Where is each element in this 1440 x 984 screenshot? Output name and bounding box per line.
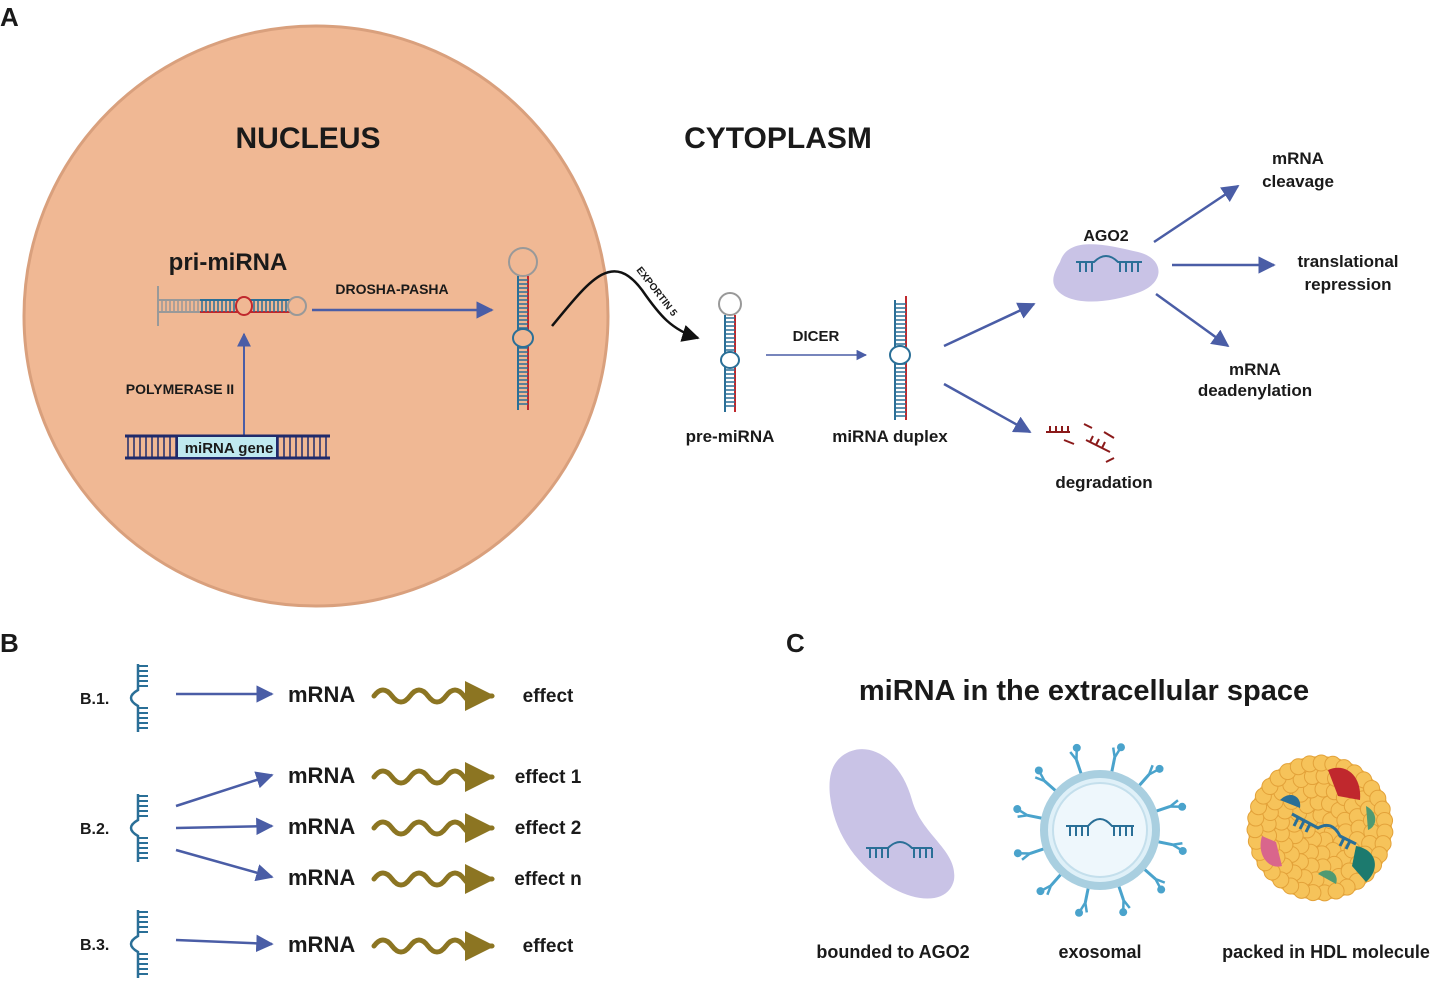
panel-c-item-label: bounded to AGO2: [816, 942, 969, 962]
panel-b-arrow: [175, 817, 274, 836]
panel-b-row: B.3. mRNA effect: [80, 910, 574, 978]
pre-mirna-hairpin: [718, 292, 742, 412]
panel-b-mrna-label: mRNA: [288, 865, 355, 890]
to-cleavage-arrow: [1153, 184, 1240, 244]
ago2-label: AGO2: [1083, 228, 1128, 245]
nuclear-pre-mirna-hairpin: [508, 247, 538, 410]
panel-b-row-label: B.3.: [80, 937, 109, 954]
panel-c-title: miRNA in the extracellular space: [859, 675, 1309, 707]
pre-mirna-label: pre-miRNA: [686, 427, 775, 446]
ago2-mirna: [1076, 255, 1142, 272]
nucleus-title: NUCLEUS: [235, 122, 380, 155]
panel-b-arrow: [175, 771, 274, 808]
repression-label-line2: repression: [1305, 275, 1392, 294]
pri-mirna-strand: [157, 286, 307, 326]
panel-label-b: B: [0, 628, 19, 658]
pri-mirna-label: pri-miRNA: [169, 249, 288, 276]
mirna-gene-label: miRNA gene: [185, 440, 274, 457]
panel-label-a: A: [0, 2, 19, 32]
mirna-duplex: [889, 296, 911, 420]
drosha-label: DROSHA-PASHA: [335, 281, 448, 297]
exportin-arrow: [551, 270, 700, 342]
panel-b-effect-label: effect: [523, 686, 574, 707]
panel-b-row-label: B.2.: [80, 821, 109, 838]
exosome-illustration: [1013, 743, 1187, 917]
to-deadenylation-arrow: [1155, 292, 1230, 348]
mirna-gene-dna: [125, 434, 330, 460]
cleavage-label-line2: cleavage: [1262, 172, 1334, 191]
degradation-fragments: [1046, 423, 1115, 463]
panel-b-mrna-label: mRNA: [288, 814, 355, 839]
hdl-illustration: [1246, 754, 1394, 902]
panel-b-effect-label: effect n: [514, 869, 582, 890]
cleavage-label-line1: mRNA: [1272, 149, 1324, 168]
degradation-label: degradation: [1055, 473, 1152, 492]
panel-b-effect-label: effect: [523, 936, 574, 957]
duplex-label: miRNA duplex: [832, 427, 948, 446]
repression-label-line1: translational: [1297, 252, 1398, 271]
to-degradation-arrow: [943, 382, 1032, 434]
panel-b-effect-label: effect 1: [515, 767, 582, 788]
panel-b-row-label: B.1.: [80, 691, 109, 708]
panel-b-row: B.1. mRNA effect: [80, 664, 574, 732]
panel-b-arrow: [175, 848, 274, 882]
panel-label-c: C: [786, 628, 805, 658]
panel-c-item-label: exosomal: [1058, 942, 1141, 962]
deadenylation-label-line2: deadenylation: [1198, 381, 1312, 400]
panel-b-mrna-label: mRNA: [288, 763, 355, 788]
ago2-bound-illustration: [829, 749, 955, 899]
dicer-label: DICER: [793, 328, 840, 345]
panel-b-effect-label: effect 2: [515, 818, 582, 839]
panel-c-item-label: packed in HDL molecule: [1222, 942, 1430, 962]
panel-c-labels: bounded to AGO2 exosomal packed in HDL mol…: [816, 942, 1430, 962]
panel-b-mrna-label: mRNA: [288, 932, 355, 957]
deadenylation-label-line1: mRNA: [1229, 360, 1281, 379]
cytoplasm-title: CYTOPLASM: [684, 122, 872, 155]
panel-b-row: B.2. mRNA effect 1 mRNA effect 2 mRNA effect n: [80, 762, 582, 894]
to-ago2-arrow: [943, 302, 1036, 348]
polymerase-label: POLYMERASE II: [126, 381, 234, 397]
panel-b-arrow: [175, 934, 274, 953]
ago2-protein: [1053, 244, 1159, 302]
panel-b-mrna-label: mRNA: [288, 682, 355, 707]
nucleus-shape: [22, 24, 610, 608]
